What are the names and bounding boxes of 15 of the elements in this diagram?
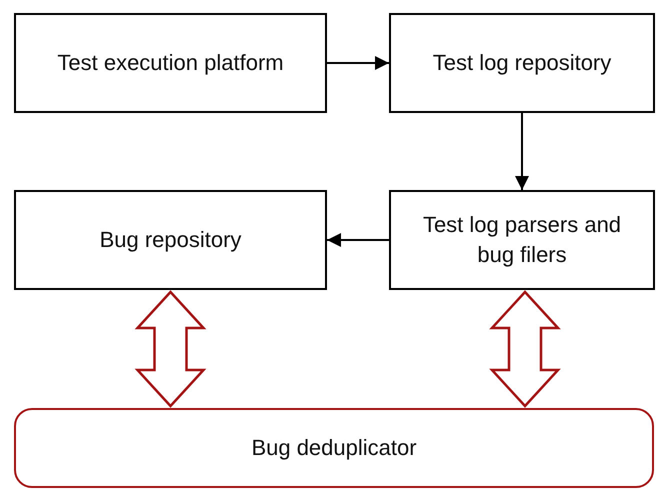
process-box <box>389 13 655 113</box>
arrow <box>327 233 389 247</box>
node-label: Bug repository <box>100 226 242 254</box>
double-block-arrow <box>134 290 206 408</box>
rounded-box <box>14 408 654 488</box>
process-box <box>14 13 327 113</box>
process-box <box>389 190 655 290</box>
node-label: Test log repository <box>432 49 612 77</box>
process-box <box>14 190 327 290</box>
double-block-arrow <box>489 290 561 408</box>
arrow <box>327 56 389 70</box>
node-label: Test execution platform <box>57 49 284 77</box>
node-label: Test log parsers and bug filers <box>422 211 622 269</box>
node-label: Bug deduplicator <box>251 434 417 462</box>
arrow <box>515 113 529 190</box>
